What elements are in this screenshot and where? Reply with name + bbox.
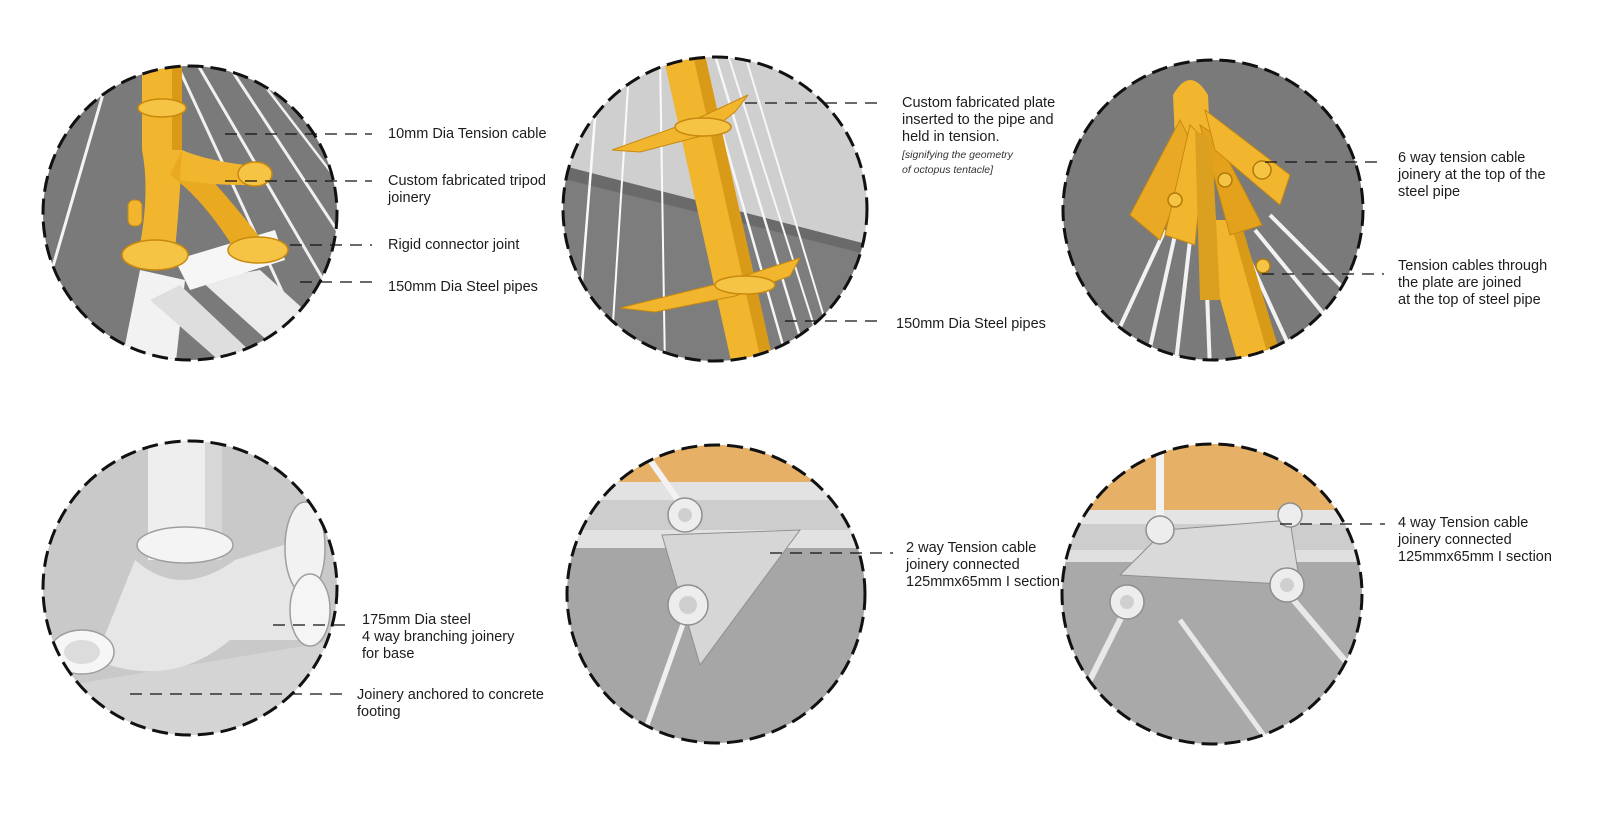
label-line: Joinery anchored to concrete — [357, 687, 544, 703]
label-six-way-joinery: 6 way tension cable joinery at the top o… — [1398, 150, 1546, 201]
label-steel-pipes-150mm: 150mm Dia Steel pipes — [388, 279, 538, 295]
label-note: of octopus tentacle] — [902, 164, 994, 176]
label-tension-cable-10mm: 10mm Dia Tension cable — [388, 126, 547, 142]
label-line: 2 way Tension cable — [906, 540, 1037, 556]
label-line: 125mmx65mm I section — [906, 574, 1060, 590]
label-line: joinery — [388, 190, 431, 206]
label-line: Custom fabricated plate — [902, 95, 1056, 111]
label-line: Custom fabricated tripod — [388, 173, 546, 189]
label-line: joinery connected — [906, 557, 1020, 573]
label-line: steel pipe — [1398, 184, 1461, 200]
label-line: at the top of steel pipe — [1398, 292, 1541, 308]
label-custom-plate: Custom fabricated plate inserted to the … — [902, 95, 1055, 178]
label-tension-cables-through: Tension cables through the plate are joi… — [1398, 258, 1547, 309]
label-line: 175mm Dia steel — [362, 612, 471, 628]
label-line: inserted to the pipe and — [902, 112, 1054, 128]
label-two-way-joinery: 2 way Tension cable joinery connected 12… — [906, 540, 1060, 591]
label-base-joinery: 175mm Dia steel 4 way branching joinery … — [362, 612, 514, 663]
label-line: 4 way Tension cable — [1398, 515, 1529, 531]
label-line: joinery connected — [1398, 532, 1512, 548]
label-line: footing — [357, 704, 401, 720]
detail-six-way-joinery — [1063, 60, 1363, 360]
label-line: the plate are joined — [1398, 275, 1522, 291]
label-line: for base — [362, 646, 415, 662]
detail-base-joinery — [43, 441, 337, 735]
label-note: [signifying the geometry — [902, 149, 1013, 161]
detail-four-way-joinery — [1062, 444, 1362, 744]
label-four-way-joinery: 4 way Tension cable joinery connected 12… — [1398, 515, 1552, 566]
label-steel-pipes-150mm-2: 150mm Dia Steel pipes — [896, 316, 1046, 332]
label-line: Tension cables through — [1398, 258, 1548, 274]
label-line: held in tension. — [902, 129, 1000, 145]
label-concrete-anchor: Joinery anchored to concrete footing — [357, 687, 544, 721]
label-line: 6 way tension cable — [1398, 150, 1526, 166]
label-line: 125mmx65mm I section — [1398, 549, 1552, 565]
label-rigid-connector: Rigid connector joint — [388, 237, 520, 253]
label-line: 4 way branching joinery — [362, 629, 515, 645]
label-tripod-joinery: Custom fabricated tripod joinery — [388, 173, 546, 207]
leader-lines — [130, 102, 1385, 695]
detail-tripod-joinery — [43, 66, 337, 360]
label-line: joinery at the top of the — [1398, 167, 1546, 183]
detail-custom-plate — [563, 57, 867, 361]
detail-two-way-joinery — [567, 445, 865, 743]
